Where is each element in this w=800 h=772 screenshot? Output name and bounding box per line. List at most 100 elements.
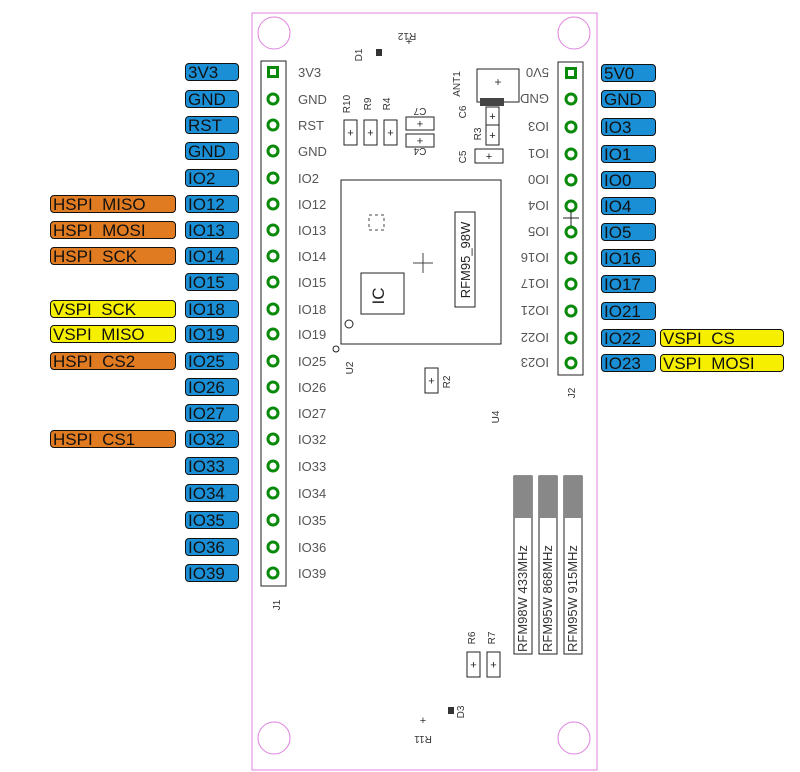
pin-pad-hole [270, 69, 276, 75]
silk-pin-io25: IO25 [298, 354, 326, 369]
plus-mark: + [417, 119, 423, 131]
mounting-hole [257, 16, 291, 50]
d3-label: D3 [456, 705, 467, 718]
function-label-hspi-cs1: HSPI_CS1 [50, 430, 176, 448]
silk-pin-io1: IO1 [528, 146, 549, 161]
r9-label: R9 [363, 97, 374, 110]
plus-mark: + [470, 660, 476, 672]
r9-footprint [363, 119, 378, 146]
plus-mark: + [428, 376, 434, 388]
c4-footprint [405, 133, 435, 148]
silk-pin-rst: RST [298, 118, 324, 133]
mounting-hole [257, 721, 291, 755]
right-pin-label-io16: IO16 [601, 249, 656, 267]
function-label-vspi-miso: VSPI_MISO [50, 325, 176, 343]
d1-footprint [376, 49, 382, 56]
r3-label: R3 [473, 127, 484, 140]
function-label-hspi-mosi: HSPI_MOSI [50, 221, 176, 239]
d1-label: D1 [354, 48, 365, 61]
left-pin-label-io12: IO12 [185, 195, 239, 213]
right-pin-label-io5: IO5 [601, 223, 656, 241]
module-variant-label: RFM95W 915MHz [565, 545, 580, 652]
silk-pin-io0: IO0 [528, 172, 549, 187]
plus-mark: + [406, 36, 412, 48]
module-variant-fill [514, 476, 532, 518]
plus-mark: + [489, 111, 495, 123]
silk-pin-io13: IO13 [298, 223, 326, 238]
left-pin-label-io19: IO19 [185, 325, 239, 343]
antenna-tab [480, 98, 504, 106]
left-pin-label-io35: IO35 [185, 511, 239, 529]
silk-pin-io19: IO19 [298, 327, 326, 342]
plus-mark: + [347, 128, 353, 140]
silk-pin-3v3: 3V3 [298, 65, 321, 80]
right-pin-label-io22: IO22 [601, 329, 656, 347]
ic-label: IC [369, 288, 388, 305]
silk-pin-io2: IO2 [298, 171, 319, 186]
pin-pad [266, 144, 280, 158]
module-variant-label: RFM98W 433MHz [515, 545, 530, 652]
function-label-vspi-sck: VSPI_SCK [50, 300, 176, 318]
left-pin-label-io34: IO34 [185, 484, 239, 502]
silk-pin-gnd: GND [520, 91, 549, 106]
c7-footprint [405, 116, 435, 131]
left-pin-label-io36: IO36 [185, 538, 239, 556]
left-pin-label-io39: IO39 [185, 564, 239, 582]
silk-pin-io4: IO4 [528, 198, 549, 213]
r4-footprint [383, 119, 398, 146]
pin-pad [266, 171, 280, 185]
plus-mark: + [417, 136, 423, 148]
c7-label: C7 [413, 105, 426, 116]
right-pin-label-gnd: GND [601, 90, 656, 108]
board-outline [251, 12, 598, 771]
silk-pin-io26: IO26 [298, 380, 326, 395]
r3-footprint [485, 124, 500, 146]
plus-mark: + [367, 128, 373, 140]
module-label-box [454, 211, 476, 308]
plus-mark: + [387, 128, 393, 140]
d3-footprint [448, 707, 454, 714]
dashed-pad [368, 214, 385, 231]
silk-pin-io39: IO39 [298, 566, 326, 581]
mounting-hole [557, 721, 591, 755]
silk-pin-io32: IO32 [298, 432, 326, 447]
pin-pad [266, 197, 280, 211]
pin-pad [564, 356, 578, 370]
pin-pad [266, 327, 280, 341]
r12-label: R12 [397, 30, 416, 41]
pin-pad [266, 513, 280, 527]
module-variant-fill [539, 476, 557, 518]
function-label-vspi-cs: VSPI_CS [660, 329, 784, 347]
silk-pin-io17: IO17 [521, 276, 549, 291]
pin-pad [564, 147, 578, 161]
pin-pad [266, 354, 280, 368]
left-pin-label-rst: RST [185, 116, 239, 134]
pin-pad [266, 406, 280, 420]
mounting-hole [557, 16, 591, 50]
pin-pad [564, 173, 578, 187]
left-pin-label-io2: IO2 [185, 169, 239, 187]
module-label: RFM95_98W [458, 221, 473, 298]
pin-pad [266, 459, 280, 473]
r11-label: R11 [414, 733, 432, 744]
c4-label: C4 [413, 145, 426, 156]
pin-pad [564, 277, 578, 291]
silk-pin-io16: IO16 [521, 250, 549, 265]
ic-box [360, 272, 405, 315]
right-pin-label-io1: IO1 [601, 145, 656, 163]
silk-pin-io34: IO34 [298, 486, 326, 501]
plus-mark: + [494, 75, 501, 89]
r2-label: R2 [442, 375, 453, 388]
right-pin-label-io3: IO3 [601, 118, 656, 136]
left-pin-label-io18: IO18 [185, 300, 239, 318]
j1-label: J1 [272, 599, 283, 610]
left-pin-label-io15: IO15 [185, 273, 239, 291]
plus-mark: + [486, 151, 492, 163]
silk-pin-io36: IO36 [298, 540, 326, 555]
left-pin-label-3v3: 3V3 [185, 63, 239, 81]
r7-footprint [486, 651, 501, 678]
header-j1 [260, 60, 287, 587]
r7-label: R7 [487, 631, 498, 644]
pin-pad [266, 275, 280, 289]
